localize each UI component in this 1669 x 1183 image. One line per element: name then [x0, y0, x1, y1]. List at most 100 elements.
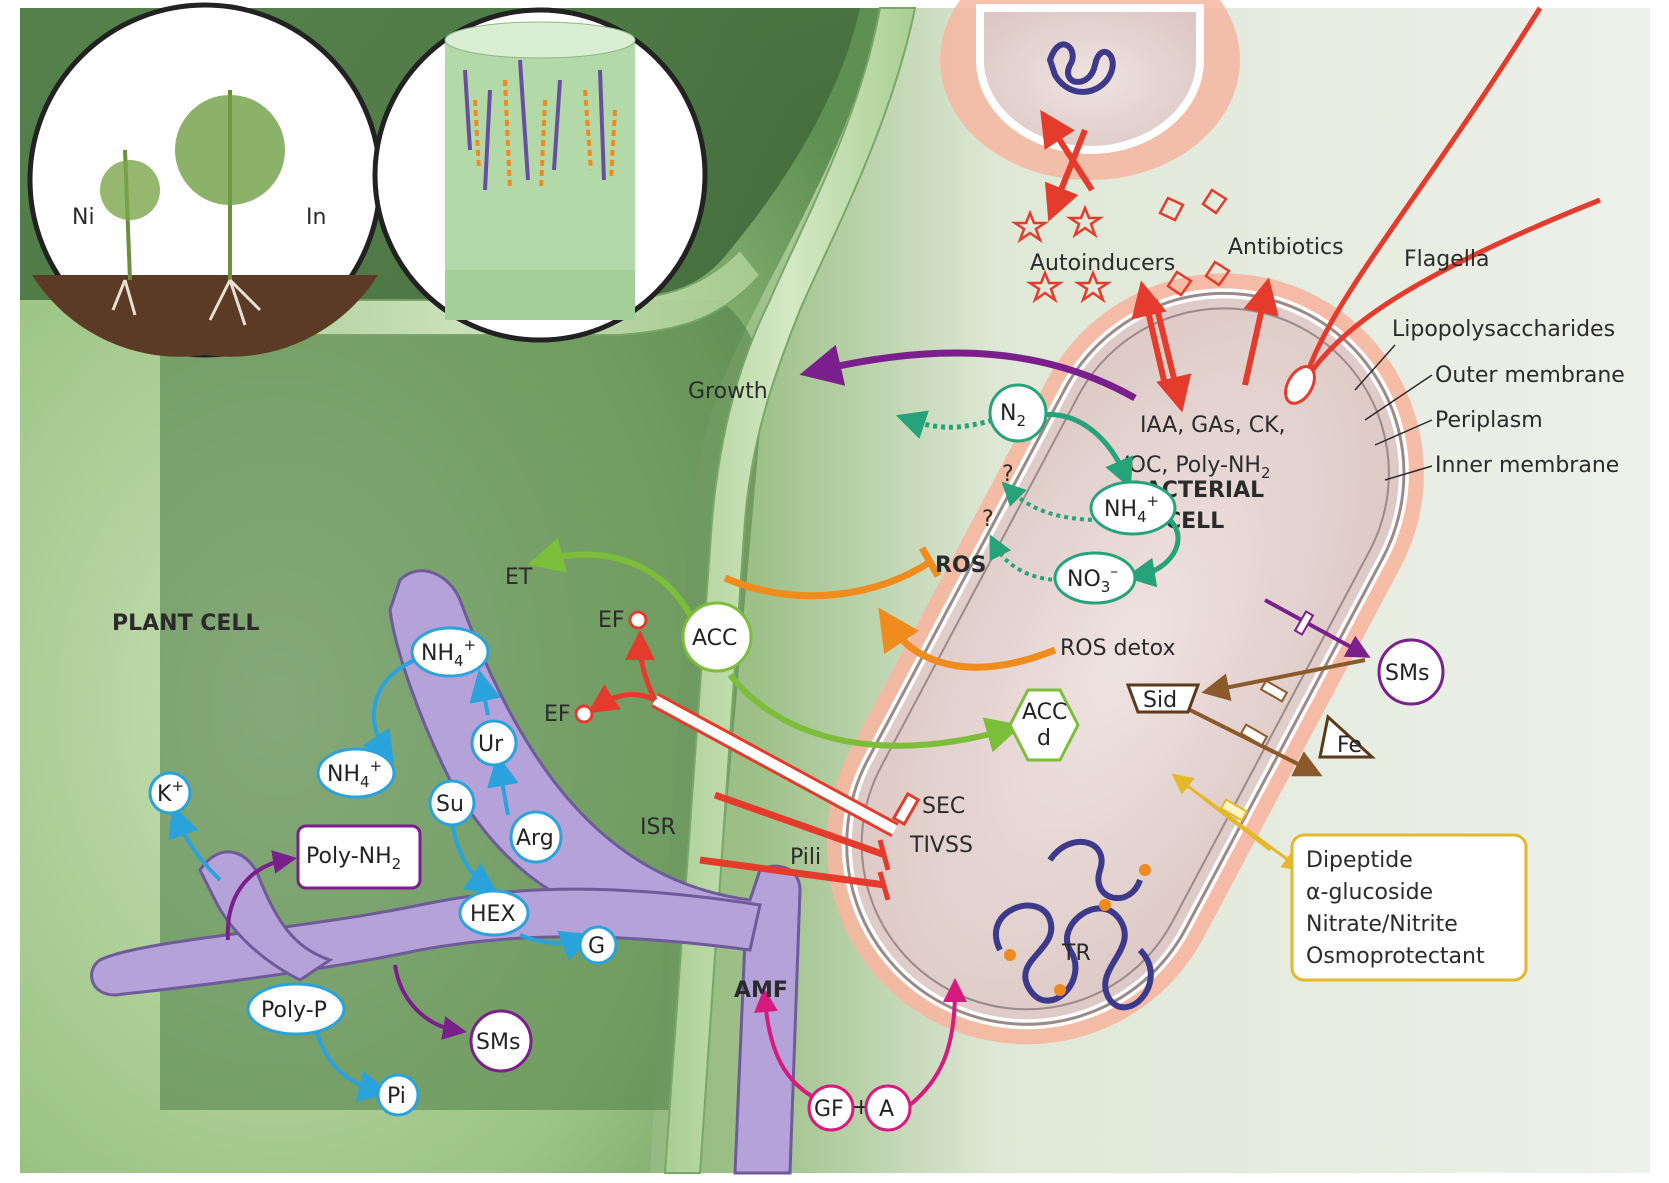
node-a: A	[864, 1084, 912, 1132]
node-gf-text: GF	[814, 1097, 844, 1122]
label-hormones-2: VOC, Poly-NH2	[1114, 453, 1271, 482]
plant-purple-arrows	[225, 850, 467, 1040]
dna-strand	[1047, 839, 1143, 901]
arrow-sms-bacterial	[1264, 598, 1371, 658]
node-polyp-text: Poly-P	[261, 998, 327, 1023]
transport-item: α-glucoside	[1306, 880, 1433, 905]
node-sid: Sid	[1125, 683, 1201, 714]
label-autoinducers: Autoinducers	[1030, 251, 1175, 276]
label-inner-membrane: Inner membrane	[1435, 453, 1619, 478]
pilus-1	[713, 791, 887, 859]
arrow-autoinducers-out	[1131, 280, 1168, 386]
node-su-text: Su	[436, 792, 464, 817]
flagellum-1	[1302, 197, 1601, 382]
transport-item: Nitrate/Nitrite	[1306, 912, 1458, 937]
dna-marks	[1004, 864, 1151, 996]
transport-box-frame	[1290, 833, 1528, 982]
node-k-text: K+	[157, 777, 184, 807]
node-acc-circle	[681, 601, 753, 673]
node-ur: Ur	[470, 719, 518, 767]
arrow-acc-accd	[727, 673, 1023, 753]
arrow-hex-g	[519, 930, 593, 961]
sid-channel	[1259, 679, 1289, 703]
star-icon	[1065, 204, 1105, 239]
amf-hypha-small	[198, 850, 334, 982]
star-icon	[1025, 269, 1065, 304]
ef1-dot	[628, 610, 648, 630]
label-ros-detox: ROS detox	[1060, 636, 1176, 661]
flagellum-2	[1302, 6, 1543, 381]
diamond-icon	[1201, 188, 1228, 215]
node-nh4-bacterial-ellipse	[1089, 480, 1177, 536]
node-sms-bacterial-circle	[1377, 638, 1445, 706]
arrow-k	[168, 804, 222, 882]
node-hex-text: HEX	[470, 902, 516, 927]
sms-channel	[1293, 610, 1315, 636]
node-accd-hexagon	[1008, 688, 1080, 762]
diamond-icon	[1166, 270, 1193, 297]
arrow-ros-detox	[878, 607, 1057, 671]
node-pi: Pi	[376, 1073, 420, 1117]
node-n2-circle	[988, 383, 1048, 443]
node-gf: GF	[807, 1084, 855, 1132]
dna-mark	[1139, 864, 1151, 876]
large-plant-foliage	[175, 95, 285, 205]
label-flagella: Flagella	[1404, 247, 1489, 272]
node-polynh2-text: Poly-NH2	[306, 844, 401, 873]
leader-line	[1364, 374, 1433, 421]
node-pi-text: Pi	[387, 1084, 406, 1109]
amf-hypha-branch	[90, 887, 762, 997]
node-g: G	[578, 925, 618, 965]
arrow-growth	[799, 344, 1137, 402]
cell-wall	[663, 7, 917, 1174]
flagellum-base	[1284, 365, 1316, 405]
node-acc: ACC	[681, 601, 753, 673]
node-arg: Arg	[509, 810, 563, 864]
small-plant-foliage	[100, 160, 160, 220]
arrow-nh4-top-mid	[362, 658, 416, 764]
root-cylinder-top	[444, 21, 636, 59]
label-isr: ISR	[640, 815, 676, 840]
label-et: ET	[505, 565, 533, 590]
node-sms-bacterial-text: SMs	[1385, 661, 1429, 686]
diamond-icon	[1204, 260, 1231, 287]
arrow-fe-in	[1179, 703, 1323, 777]
transport-box: Dipeptide α-glucoside Nitrate/Nitrite Os…	[1290, 833, 1528, 982]
arrow-nh4-plant	[1001, 481, 1101, 522]
node-a-text: A	[879, 1097, 894, 1122]
membrane-leader-lines	[1354, 344, 1433, 481]
arrow-no3-plant	[989, 534, 1061, 582]
node-arg-circle	[509, 810, 563, 864]
node-fe-text: Fe	[1337, 733, 1362, 758]
arrow-ur-nh4	[469, 669, 501, 716]
node-hex-ellipse	[458, 889, 530, 937]
pili-base	[877, 839, 891, 901]
label-tr: TR	[1061, 941, 1091, 966]
node-ur-circle	[470, 719, 518, 767]
label-antibiotics: Antibiotics	[1228, 235, 1344, 260]
star-icon	[1073, 269, 1113, 304]
node-hex: HEX	[458, 889, 530, 937]
label-q1: ?	[1002, 462, 1014, 487]
label-plant-cell: PLANT CELL	[112, 611, 259, 636]
node-nh4-top-ellipse	[410, 626, 490, 678]
bacterial-dna	[993, 839, 1154, 1011]
node-n2-text: N2	[1000, 401, 1026, 430]
label-sec: SEC	[922, 794, 965, 819]
node-su: Su	[428, 779, 476, 827]
fe-channel	[1239, 723, 1269, 747]
node-g-text: G	[588, 934, 605, 959]
node-sid-text: Sid	[1143, 688, 1177, 713]
leader-line	[1374, 419, 1433, 446]
node-polynh2: Poly-NH2	[296, 824, 422, 890]
label-in: In	[306, 205, 326, 230]
node-arg-text: Arg	[516, 826, 554, 851]
node-sms-plant: SMs	[469, 1009, 533, 1073]
label-lipopolysaccharides: Lipopolysaccharides	[1392, 317, 1615, 342]
arrow-ef1	[625, 630, 658, 702]
node-sms-plant-circle	[469, 1009, 533, 1073]
arrow-transport-out	[1199, 793, 1304, 872]
arrow-sid-out	[1201, 658, 1366, 701]
node-no3: NO3–	[1053, 551, 1137, 605]
root-cylinder	[445, 40, 635, 270]
